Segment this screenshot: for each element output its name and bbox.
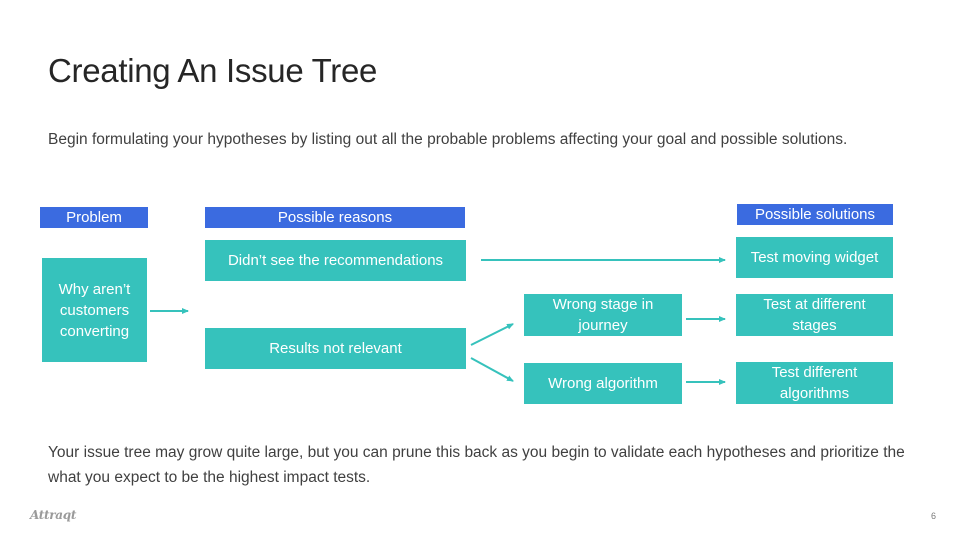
node-test-different-stages: Test at different stages	[736, 294, 893, 336]
node-wrong-algorithm: Wrong algorithm	[524, 363, 682, 404]
page-title: Creating An Issue Tree	[48, 52, 378, 89]
node-test-moving-widget: Test moving widget	[736, 237, 893, 278]
header-problem: Problem	[40, 207, 148, 228]
outro-text: Your issue tree may grow quite large, bu…	[48, 444, 905, 486]
arrow-reason2-to-algorithm	[470, 357, 514, 382]
node-reason-not-relevant: Results not relevant	[205, 328, 466, 369]
arrow-reason2-to-stage	[470, 323, 514, 346]
intro-text: Begin formulating your hypotheses by lis…	[48, 131, 848, 148]
node-reason-not-seen: Didn’t see the recommendations	[205, 240, 466, 281]
node-problem: Why aren’t customers converting	[42, 258, 147, 362]
page-number: 6	[930, 511, 936, 521]
node-test-different-algorithms: Test different algorithms	[736, 362, 893, 404]
header-possible-solutions: Possible solutions	[737, 204, 893, 225]
attraqt-logo: Attraqt	[30, 508, 77, 522]
node-wrong-stage: Wrong stage in journey	[524, 294, 682, 336]
header-possible-reasons: Possible reasons	[205, 207, 465, 228]
